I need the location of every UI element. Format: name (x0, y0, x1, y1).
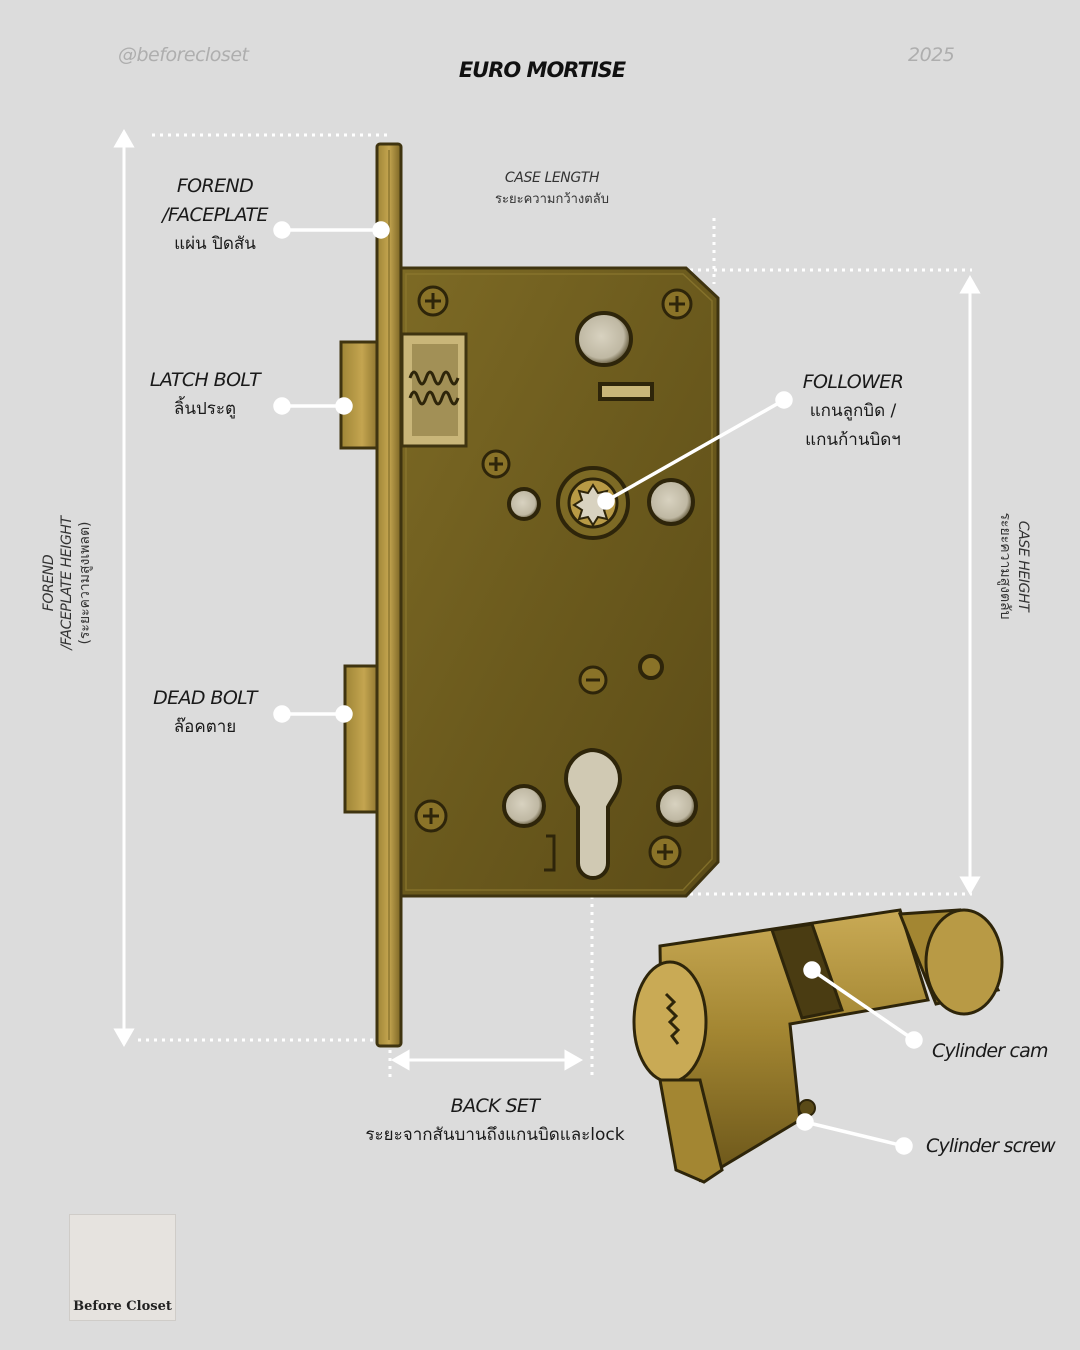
thumbturn (924, 908, 1004, 1016)
cylinder-cam-label: Cylinder cam (932, 1040, 1049, 1062)
follower-label-en: FOLLOWER (802, 371, 904, 393)
dead-bolt-label: DEAD BOLT ล๊อคตาย (120, 684, 290, 742)
case-holes (502, 311, 698, 828)
back-set-label-en: BACK SET (450, 1095, 540, 1117)
faceplate-height-arrow (113, 128, 135, 1048)
follower-label: FOLLOWER แกนลูกบิด / แกนก้านบิดฯ (770, 368, 936, 455)
faceplate-height-label: FOREND /FACEPLATE HEIGHT (ระยะความสูงเพล… (40, 463, 94, 703)
dead-bolt-label-en: DEAD BOLT (153, 687, 257, 709)
year-label: 2025 (908, 44, 955, 66)
faceplate-height-label-2: /FACEPLATE HEIGHT (59, 516, 75, 650)
case-height-label-th: ระยะความสูงตลับ (997, 512, 1013, 620)
euro-cylinder (632, 908, 1004, 1184)
follower-spindle (556, 466, 630, 540)
case-height-label-en: CASE HEIGHT (1015, 520, 1031, 612)
forend-label-th: แผ่น ปิดสัน (174, 234, 256, 254)
forend-label-en-2: /FACEPLATE (162, 204, 268, 226)
follower-label-th-1: แกนลูกบิด / (809, 401, 897, 421)
latch-bolt-label-th: ลิ้นประตู (173, 399, 237, 419)
lock-case (398, 266, 720, 898)
case-length-label-th: ระยะความกว้างตลับ (495, 192, 609, 207)
faceplate-height-label-1: FOREND (41, 554, 57, 612)
latch-mechanism (400, 332, 468, 448)
forend-label: FOREND /FACEPLATE แผ่น ปิดสัน (130, 172, 300, 259)
back-set-label-th: ระยะจากสันบานถึงแกนบิดและlock (365, 1125, 625, 1145)
case-length-label-en: CASE LENGTH (504, 170, 600, 186)
brand-logo: Before Closet (69, 1214, 176, 1321)
brand-logo-text: Before Closet (73, 1299, 172, 1314)
follower-label-th-2: แกนก้านบิดฯ (805, 430, 901, 450)
forend-label-en-1: FOREND (176, 175, 254, 197)
case-height-label: CASE HEIGHT ระยะความสูงตลับ (996, 476, 1032, 656)
latch-bolt-label-en: LATCH BOLT (149, 369, 261, 391)
dead-bolt-label-th: ล๊อคตาย (173, 717, 237, 737)
case-screws (414, 285, 693, 869)
back-set-arrow (390, 1049, 584, 1071)
latch-bolt-label: LATCH BOLT ลิ้นประตู (120, 366, 290, 424)
page-title: EURO MORTISE (458, 58, 626, 82)
back-set-label: BACK SET ระยะจากสันบานถึงแกนบิดและlock (340, 1092, 650, 1150)
case-height-arrow (959, 274, 981, 896)
euro-profile-keyhole (563, 747, 623, 880)
brand-handle: @beforecloset (118, 44, 249, 66)
case-length-label: CASE LENGTH ระยะความกว้างตลับ (462, 168, 642, 212)
faceplate-height-label-th: (ระยะความสูงเพลต) (77, 521, 93, 645)
cylinder-screw-label: Cylinder screw (926, 1135, 1056, 1157)
callout-leaders (273, 221, 923, 1155)
case-mark (544, 834, 556, 872)
